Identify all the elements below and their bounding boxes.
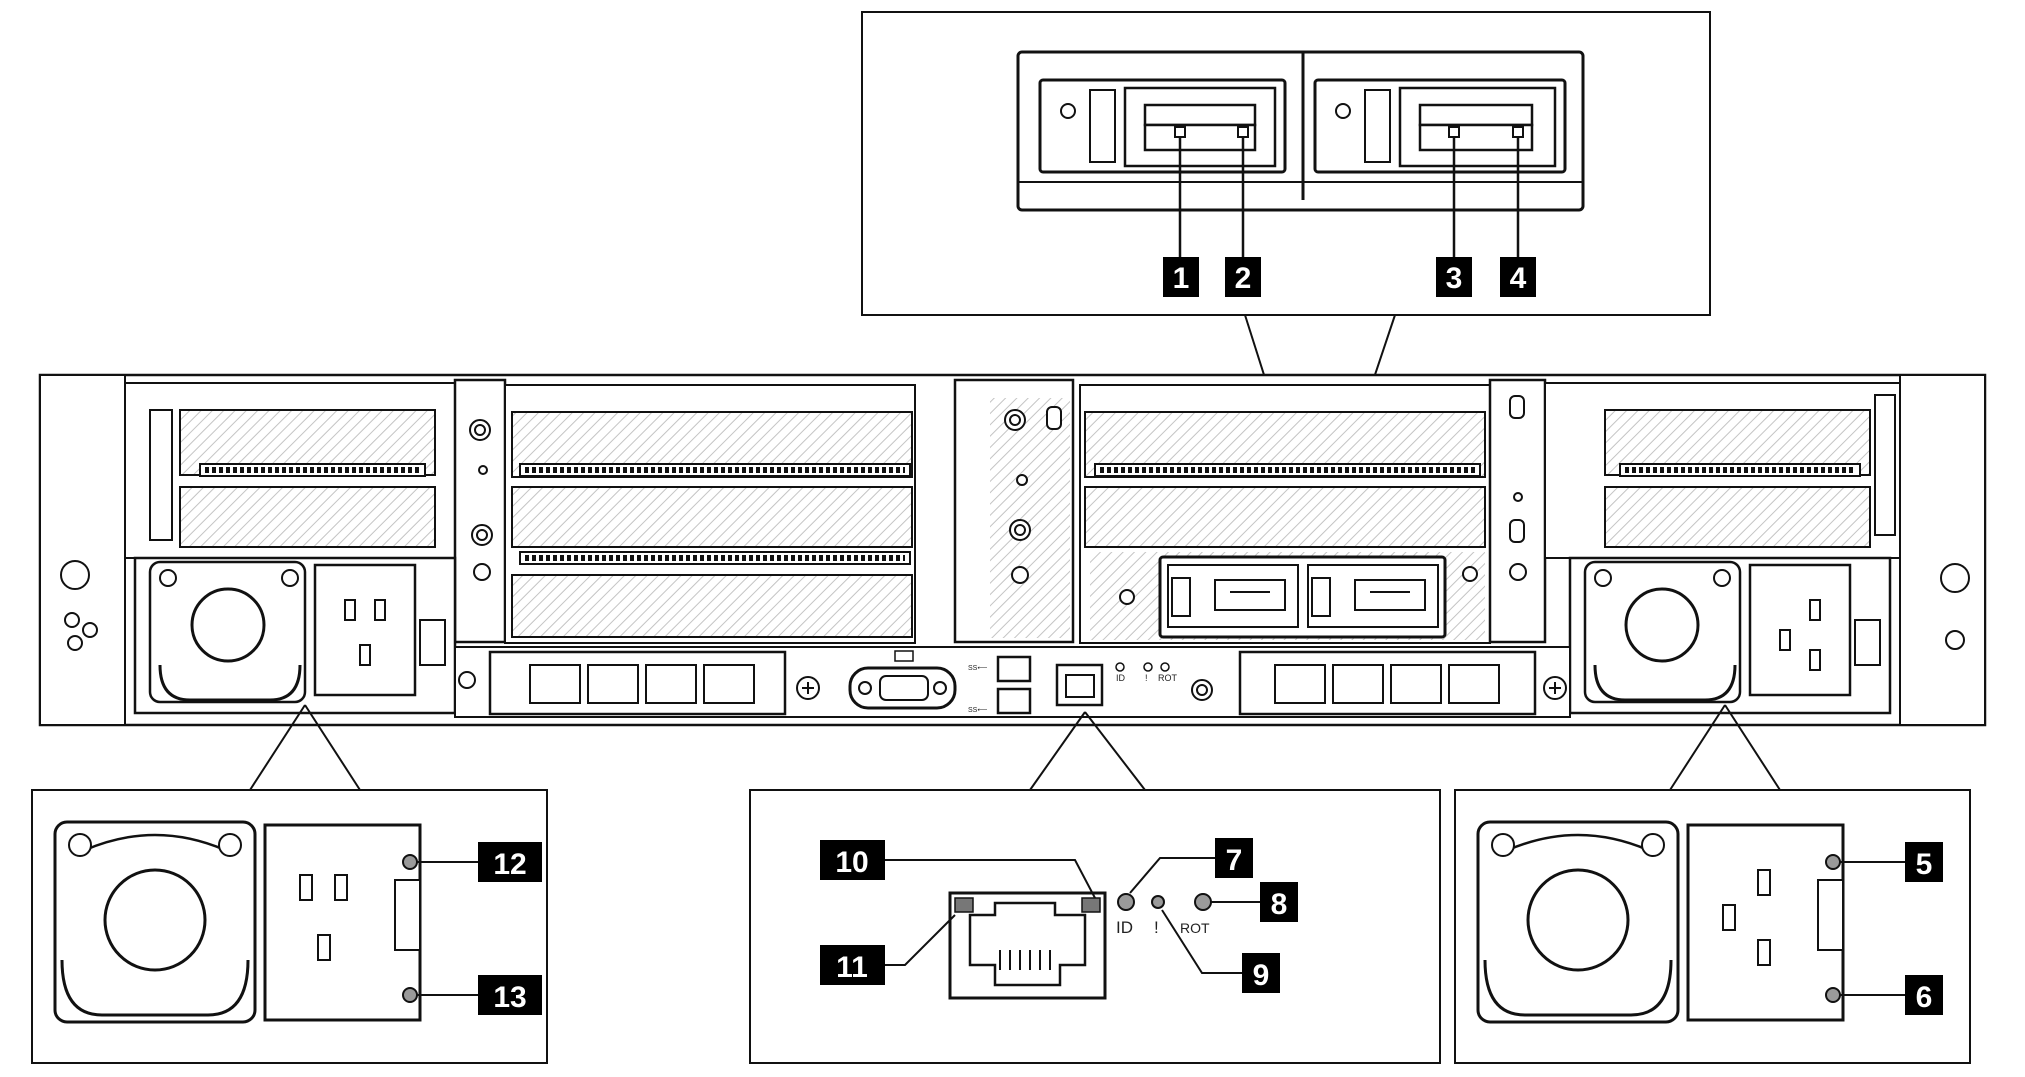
callout-2: 2 [1225,257,1261,297]
link-led [954,897,974,913]
svg-text:3: 3 [1446,262,1463,295]
callout-6: 6 [1905,975,1943,1015]
svg-text:1: 1 [1173,262,1190,295]
svg-text:8: 8 [1271,888,1288,921]
drive-activity-led [1174,126,1186,138]
callout-3: 3 [1436,257,1472,297]
riser-bracket-right [1488,378,1547,644]
power-supply-right [1568,556,1892,715]
system-error-led [1151,895,1165,909]
psu-right-detail-box [1454,704,1971,1064]
pcie-riser-left [124,382,456,559]
io-panel: SS⟵ SS⟵ ID ! ROT [454,646,1571,718]
drive-status-led [1237,126,1249,138]
callout-10: 10 [820,840,885,880]
riser-bracket-left [453,378,507,644]
alert-label-small: ! [1145,673,1148,683]
server-chassis: SS⟵ SS⟵ ID ! ROT [38,373,1987,727]
usb-label-bottom: SS⟵ [968,707,987,714]
callout-8: 8 [1260,882,1298,922]
callout-9: 9 [1242,953,1280,993]
rot-fault-led [1194,893,1212,911]
alert-label: ! [1154,918,1159,937]
callout-11: 11 [820,945,885,985]
power-supply-left [133,556,457,715]
rot-label-small: ROT [1158,673,1178,683]
svg-text:9: 9 [1253,959,1270,992]
drive-status-led [1512,126,1524,138]
drive-activity-led [1448,126,1460,138]
callout-7: 7 [1215,838,1253,878]
callout-4: 4 [1500,257,1536,297]
riser-bracket-center [953,378,1075,644]
callout-13: 13 [478,975,542,1015]
psu-input-led [1825,854,1841,870]
drive-bay-right [1313,78,1567,174]
svg-text:10: 10 [835,846,868,879]
psu-input-led [402,854,418,870]
svg-text:12: 12 [493,848,526,881]
id-led [1117,893,1135,911]
usb-label-top: SS⟵ [968,665,987,672]
rot-label: ROT [1180,920,1210,936]
pcie-riser-right [1544,382,1901,559]
activity-led [1081,897,1101,913]
drive-bay-detail-box [861,11,1711,546]
svg-text:2: 2 [1235,262,1252,295]
drive-bay-left [1038,78,1287,174]
callout-12: 12 [478,842,542,882]
id-label-small: ID [1116,673,1126,683]
svg-text:13: 13 [493,981,526,1014]
rear-drive-cage [1119,555,1478,639]
svg-text:4: 4 [1510,262,1527,295]
svg-text:5: 5 [1916,848,1933,881]
psu-output-led [402,987,418,1003]
svg-text:11: 11 [836,951,868,984]
id-label: ID [1116,918,1133,937]
svg-text:7: 7 [1226,844,1243,877]
psu-output-led [1825,987,1841,1003]
callout-5: 5 [1905,842,1943,882]
management-detail-box: ID ! ROT [749,711,1441,1064]
callout-1: 1 [1163,257,1199,297]
svg-text:6: 6 [1916,981,1933,1014]
psu-left-detail-box [31,704,548,1064]
pcie-slots-center-left [504,384,916,644]
